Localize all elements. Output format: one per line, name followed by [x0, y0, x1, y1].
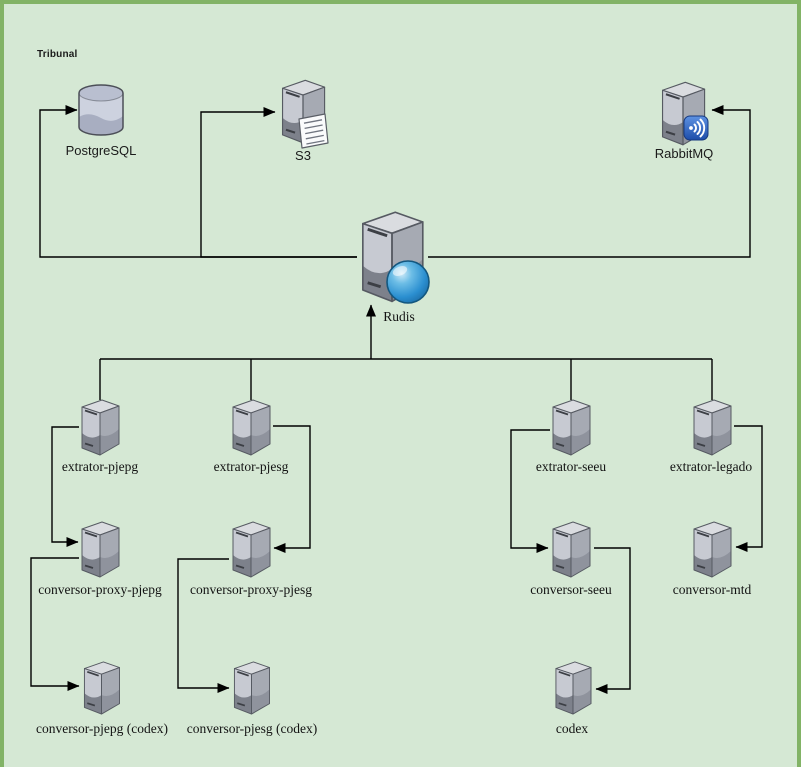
edge-extrator-legado-conversor-mtd[interactable]	[734, 425, 763, 552]
node-label-extrator-pjesg: extrator-pjesg	[213, 459, 289, 474]
edge-rudis-s3[interactable]	[200, 107, 357, 258]
s3-node[interactable]	[281, 79, 329, 149]
extrator-pjepg-node[interactable]	[81, 399, 120, 456]
server-icon	[81, 521, 120, 578]
node-label-extrator-legado: extrator-legado	[669, 459, 753, 474]
message-wave-badge-icon	[683, 115, 709, 141]
edge-extrator-pjepg-conversor[interactable]	[51, 426, 79, 547]
node-label-codex: codex	[555, 721, 589, 736]
server-icon	[232, 521, 271, 578]
node-label-conversor-pjesg-codex: conversor-pjesg (codex)	[186, 721, 318, 736]
node-label-conversor-pjepg-codex: conversor-pjepg (codex)	[35, 721, 169, 736]
globe-sphere-icon	[386, 260, 430, 304]
rabbitmq-node[interactable]	[661, 81, 709, 146]
server-icon	[81, 399, 120, 456]
server-icon	[552, 521, 591, 578]
node-label-rudis: Rudis	[383, 309, 415, 324]
server-icon	[233, 661, 271, 715]
conversor-proxy-pjepg-node[interactable]	[81, 521, 120, 578]
node-label-conversor-proxy-pjesg: conversor-proxy-pjesg	[190, 582, 312, 597]
node-label-conversor-mtd: conversor-mtd	[672, 582, 752, 597]
database-cylinder-icon	[78, 84, 124, 136]
edge-conversor-proxy-pjesg-codex[interactable]	[177, 558, 230, 693]
node-label-rabbitmq: RabbitMQ	[654, 146, 714, 161]
edge-extrator-pjesg-conversor[interactable]	[273, 425, 311, 553]
conversor-seeu-node[interactable]	[552, 521, 591, 578]
server-icon	[552, 399, 591, 456]
conversor-pjesg-codex-node[interactable]	[233, 661, 271, 715]
edge-conversor-proxy-pjepg-codex[interactable]	[30, 557, 80, 691]
server-icon	[232, 399, 271, 456]
conversor-mtd-node[interactable]	[693, 521, 732, 578]
node-label-postgresql: PostgreSQL	[65, 143, 137, 158]
conversor-pjepg-codex-node[interactable]	[83, 661, 121, 715]
extrator-seeu-node[interactable]	[552, 399, 591, 456]
server-icon	[83, 661, 121, 715]
node-label-s3: S3	[295, 148, 311, 163]
extrator-legado-node[interactable]	[693, 399, 732, 456]
node-label-extrator-pjepg: extrator-pjepg	[61, 459, 139, 474]
server-icon	[693, 399, 732, 456]
postgresql-node[interactable]	[78, 84, 124, 136]
edge-rudis-rabbitmq[interactable]	[428, 105, 751, 258]
server-icon	[555, 660, 592, 715]
server-icon	[693, 521, 732, 578]
conversor-proxy-pjesg-node[interactable]	[232, 521, 271, 578]
edge-conversor-seeu-codex[interactable]	[594, 547, 631, 694]
rudis-node[interactable]	[361, 210, 430, 304]
codex-node[interactable]	[555, 660, 592, 715]
extrator-pjesg-node[interactable]	[232, 399, 271, 456]
document-icon	[298, 113, 329, 149]
node-label-extrator-seeu: extrator-seeu	[535, 459, 607, 474]
edge-extrator-seeu-conversor[interactable]	[510, 429, 550, 553]
node-label-conversor-proxy-pjepg: conversor-proxy-pjepg	[38, 582, 162, 597]
container-label: Tribunal	[37, 49, 78, 60]
node-label-conversor-seeu: conversor-seeu	[530, 582, 612, 597]
edge-rudis-postgresql[interactable]	[39, 105, 357, 258]
